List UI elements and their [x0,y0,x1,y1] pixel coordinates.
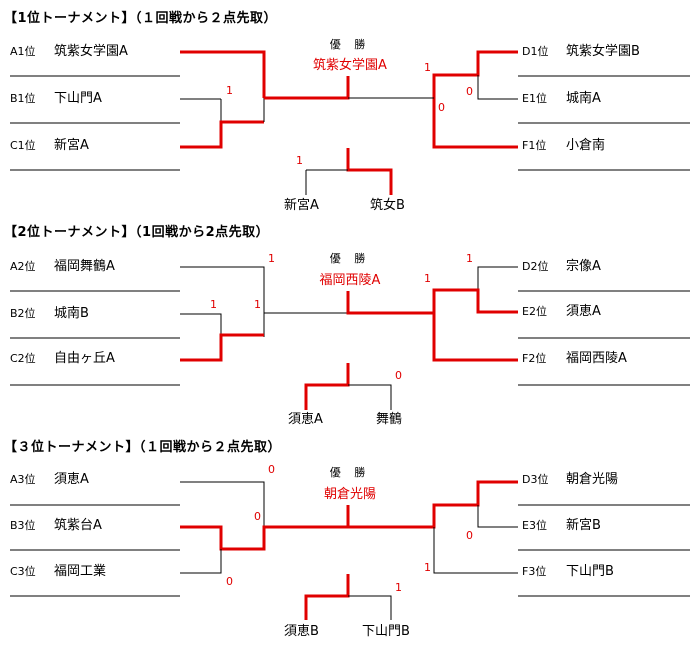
champion-label: 優 勝 [329,252,371,265]
third-place-left: 須恵A [288,412,323,427]
tournament-heading: 【３位トーナメント】（１回戦から２点先取） [4,440,282,455]
right-team-e: E3位新宮B [522,518,601,533]
score: 1 [296,154,303,167]
left-team-a: A2位福岡舞鶴A [10,259,115,274]
team-name: 宗像A [566,259,601,274]
right-team-f: F1位小倉南 [522,138,606,153]
right-team-d: D2位宗像A [522,259,601,274]
team-name: 朝倉光陽 [566,472,619,487]
champion-label: 優 勝 [329,38,371,51]
score: 1 [424,61,431,74]
left-team-c: C2位自由ヶ丘A [10,351,115,366]
tournament-heading: 【2位トーナメント】（1回戦から2点先取） [4,225,270,240]
team-name: 小倉南 [566,138,606,153]
score: 1 [268,252,275,265]
team-name: 新宮B [566,518,601,533]
team-name: 筑紫台A [54,518,102,533]
score: 1 [210,298,217,311]
third-place-right: 下山門B [362,624,410,639]
champion-name: 筑紫女学園A [313,58,387,73]
third-place-left: 須恵B [284,624,319,639]
team-name: 新宮A [54,138,89,153]
right-team-d: D3位朝倉光陽 [522,472,619,487]
right-team-e: E1位城南A [522,91,601,106]
score: 1 [424,272,431,285]
left-team-b: B1位下山門A [10,91,102,106]
score: 0 [268,463,275,476]
left-team-c: C3位福岡工業 [10,564,107,579]
score: 0 [438,101,445,114]
score: 0 [226,575,233,588]
team-name: 筑紫女学園A [54,44,128,59]
team-name: 筑紫女学園B [566,44,640,59]
team-name: 城南B [54,306,89,321]
champion-label: 優 勝 [329,466,371,479]
left-team-b: B2位城南B [10,306,89,321]
team-name: 福岡西陵A [566,351,627,366]
score: 1 [226,84,233,97]
score: 1 [395,581,402,594]
team-name: 須恵A [54,472,89,487]
left-team-b: B3位筑紫台A [10,518,102,533]
score: 1 [254,298,261,311]
bracket-lines [10,50,690,195]
right-team-d: D1位筑紫女学園B [522,44,640,59]
third-place-right: 筑女B [370,198,405,213]
bracket-lines [10,266,690,410]
team-name: 下山門B [566,564,614,579]
third-place-right: 舞鶴 [376,412,403,427]
right-team-f: F3位下山門B [522,564,614,579]
score: 1 [466,252,473,265]
score: 1 [424,561,431,574]
left-team-a: A3位須恵A [10,472,89,487]
right-team-f: F2位福岡西陵A [522,351,627,366]
third-place-left: 新宮A [284,198,319,213]
team-name: 下山門A [54,91,102,106]
right-team-e: E2位須恵A [522,304,601,319]
team-name: 須恵A [566,304,601,319]
champion-name: 朝倉光陽 [323,487,377,502]
team-name: 福岡舞鶴A [54,259,115,274]
team-name: 城南A [566,91,601,106]
team-name: 福岡工業 [54,564,107,579]
tournament-heading: 【1位トーナメント】（１回戦から２点先取） [4,11,278,26]
champion-name: 福岡西陵A [319,273,381,288]
left-team-c: C1位新宮A [10,138,89,153]
score: 0 [254,510,261,523]
tournament-2: 【2位トーナメント】（1回戦から2点先取） A2位福岡舞鶴A B2位城南B C2… [0,215,700,430]
score: 0 [395,369,402,382]
team-name: 自由ヶ丘A [54,351,115,366]
tournament-1: 【1位トーナメント】（１回戦から２点先取） A1位筑紫女学園A B1位下山門A … [0,0,700,215]
left-team-a: A1位筑紫女学園A [10,44,128,59]
bracket-lines [10,480,690,620]
tournament-3: 【３位トーナメント】（１回戦から２点先取） A3位須恵A B3位筑紫台A C3位… [0,430,700,645]
score: 0 [466,529,473,542]
score: 0 [466,85,473,98]
